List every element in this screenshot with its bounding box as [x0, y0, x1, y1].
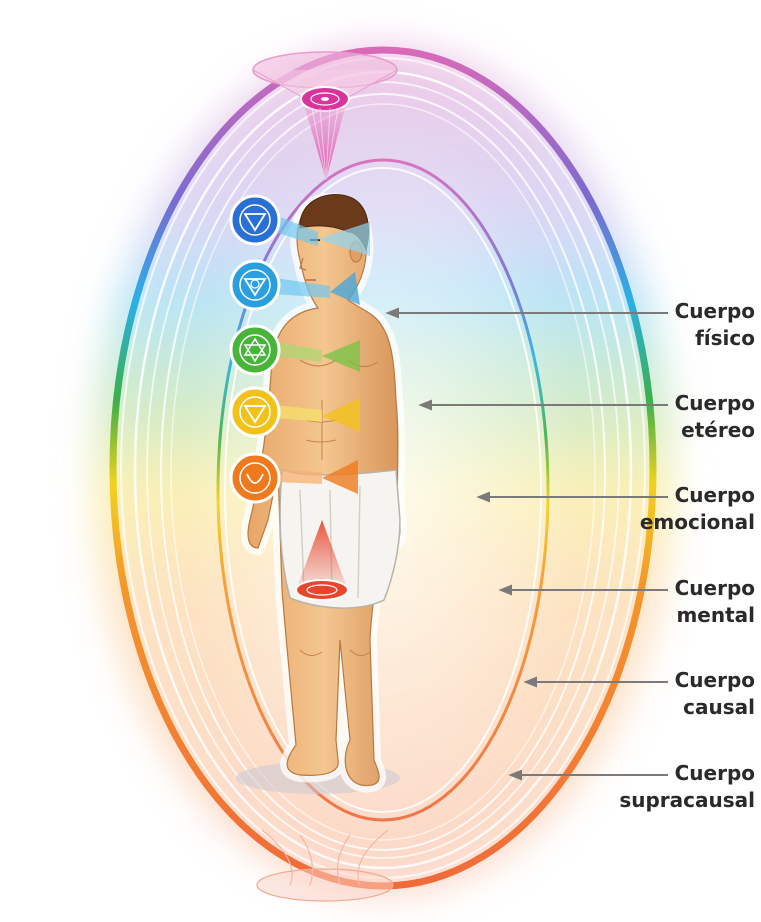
base-funnel	[257, 869, 393, 901]
solar-plexus-chakra-icon	[231, 388, 279, 436]
label-line: emocional	[640, 509, 755, 536]
label-line: causal	[675, 694, 755, 721]
label-line: Cuerpo	[640, 482, 755, 509]
label-line: etéreo	[675, 417, 755, 444]
label-line: supracausal	[619, 787, 755, 814]
label-cuerpo-fisico: Cuerpo físico	[675, 298, 755, 352]
third-eye-chakra-icon	[231, 196, 279, 244]
label-cuerpo-causal: Cuerpo causal	[675, 667, 755, 721]
label-line: Cuerpo	[675, 298, 755, 325]
label-cuerpo-emocional: Cuerpo emocional	[640, 482, 755, 536]
label-line: Cuerpo	[675, 667, 755, 694]
label-line: mental	[675, 602, 755, 629]
label-cuerpo-etereo: Cuerpo etéreo	[675, 390, 755, 444]
throat-chakra-icon	[231, 261, 279, 309]
heart-chakra-icon	[231, 326, 279, 374]
root-chakra-icon	[296, 580, 348, 600]
label-line: Cuerpo	[619, 760, 755, 787]
label-line: Cuerpo	[675, 575, 755, 602]
sacral-chakra-icon	[231, 454, 279, 502]
label-line: Cuerpo	[675, 390, 755, 417]
label-cuerpo-supracausal: Cuerpo supracausal	[619, 760, 755, 814]
label-line: físico	[675, 325, 755, 352]
label-cuerpo-mental: Cuerpo mental	[675, 575, 755, 629]
